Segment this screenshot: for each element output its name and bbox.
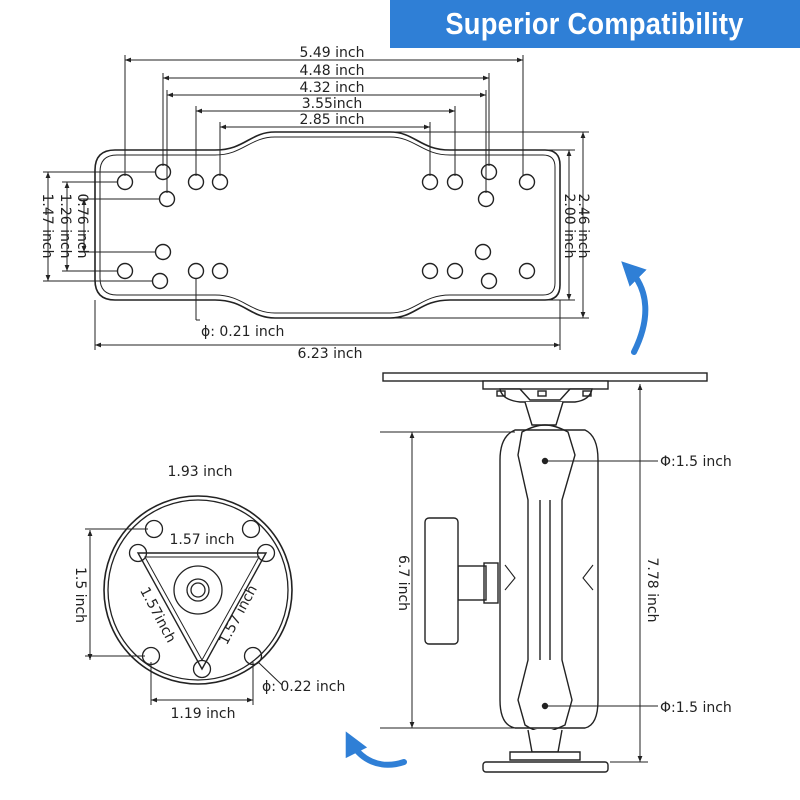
dim-6-23: 6.23 inch <box>298 346 363 362</box>
dim-3-55: 3.55inch <box>302 96 363 112</box>
dim-2-00: 2.00 inch <box>561 194 577 259</box>
top-ball-diameter: Φ:1.5 inch <box>660 454 732 470</box>
dim-1-26: 1.26 inch <box>57 194 73 259</box>
base-bottom-width: 1.19 inch <box>171 706 236 722</box>
arm-labels: Φ:1.5 inch Φ:1.5 inch 6.7 inch 7.78 inch <box>395 454 732 716</box>
dim-0-76: 0.76 inch <box>74 194 90 259</box>
plate-dimension-labels: 5.49 inch 4.48 inch 4.32 inch 3.55inch 2… <box>39 45 591 362</box>
round-base-drawing <box>85 495 293 705</box>
title-banner: Superior Compatibility <box>390 0 800 48</box>
dim-2-46: 2.46 inch <box>575 194 591 259</box>
dim-4-32: 4.32 inch <box>300 80 365 96</box>
triangle-right-side: 1.57 inch <box>216 583 261 648</box>
arm-length: 6.7 inch <box>395 555 411 611</box>
dim-2-85: 2.85 inch <box>300 112 365 128</box>
triangle-top-side: 1.57 inch <box>170 532 235 548</box>
plate-hole-diameter: ϕ: 0.21 inch <box>201 324 284 340</box>
bottom-ball-diameter: Φ:1.5 inch <box>660 700 732 716</box>
base-height: 1.5 inch <box>72 567 88 623</box>
banner-title: Superior Compatibility <box>445 6 745 41</box>
plate-holes <box>116 163 536 290</box>
rotate-arrow-icon <box>345 731 407 768</box>
dim-1-47: 1.47 inch <box>39 194 55 259</box>
plate-outline <box>94 131 561 319</box>
rotate-arrow-icon <box>621 261 649 355</box>
mounting-plate-drawing <box>43 55 589 350</box>
total-length: 7.78 inch <box>644 558 660 623</box>
base-hole-diameter: ϕ: 0.22 inch <box>262 679 345 695</box>
plate-outline-inner <box>99 136 556 314</box>
dim-4-48: 4.48 inch <box>300 63 365 79</box>
dim-5-49: 5.49 inch <box>300 45 365 61</box>
double-socket-arm-drawing <box>380 372 708 773</box>
base-diameter: 1.93 inch <box>168 464 233 480</box>
